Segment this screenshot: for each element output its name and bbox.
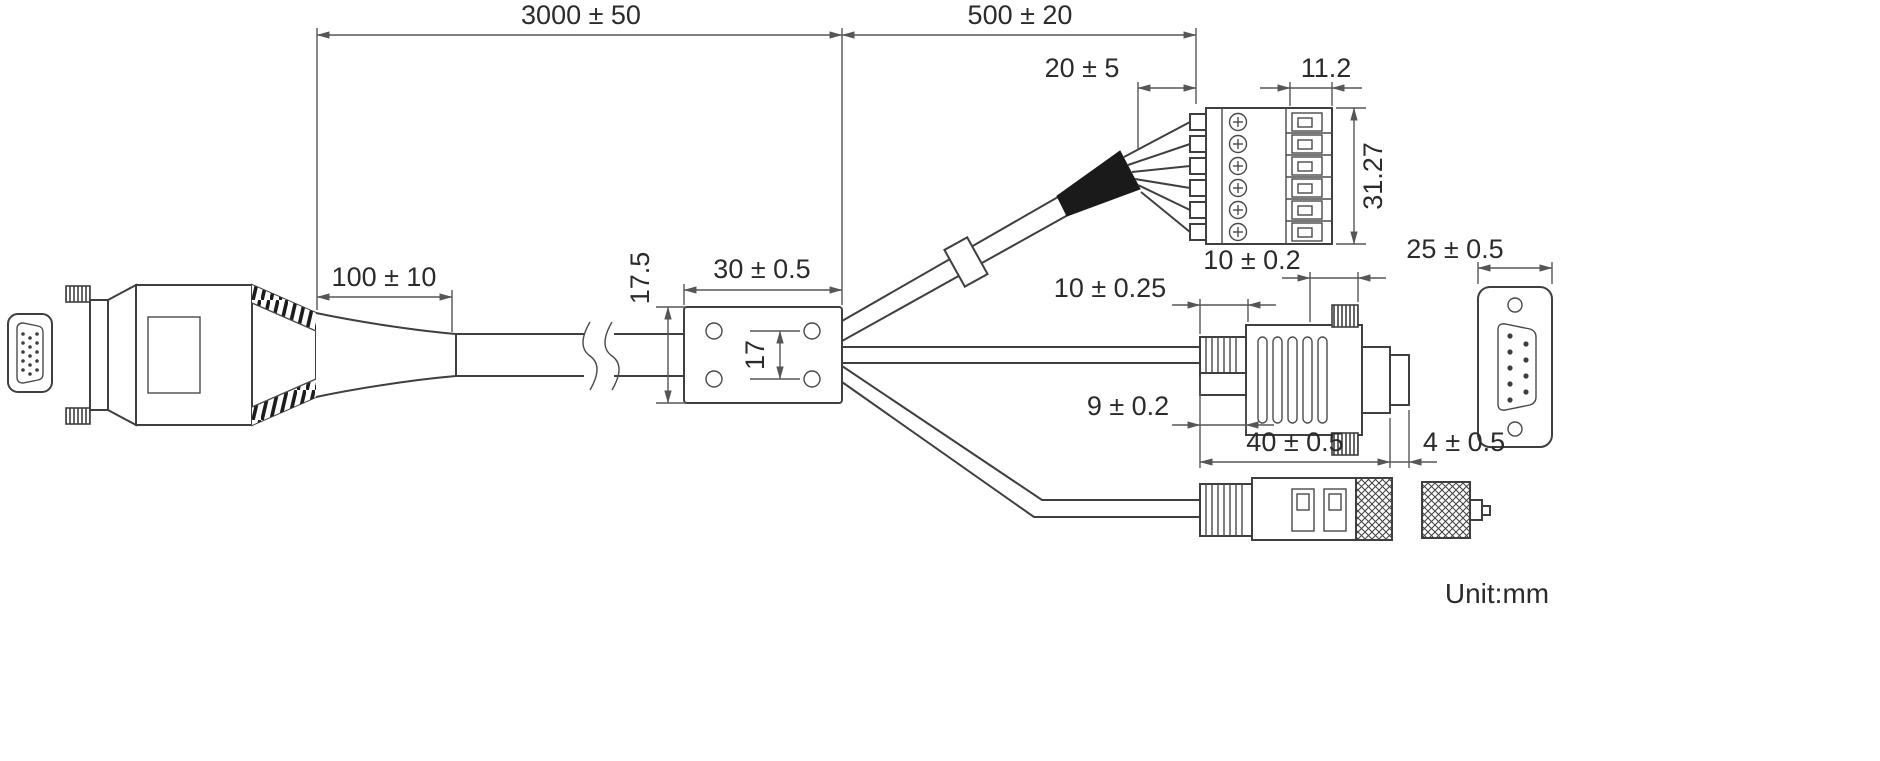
cable-break-symbol xyxy=(582,321,598,391)
db9-thumbscrew-top xyxy=(1331,304,1359,328)
connector-shell xyxy=(135,284,253,426)
dim-10-25: 10 ± 0.25 xyxy=(1054,273,1276,309)
dim-label-500: 500 ± 20 xyxy=(968,0,1073,30)
io-connector-mate-view xyxy=(1421,481,1491,539)
io-connector-side-view xyxy=(1199,477,1393,541)
dim-label-9: 9 ± 0.2 xyxy=(1087,391,1169,421)
dim-label-31-27: 31.27 xyxy=(1358,142,1388,210)
main-cable xyxy=(456,321,684,391)
terminal-slots xyxy=(1291,112,1323,242)
unit-label: Unit:mm xyxy=(1445,578,1549,609)
dim-label-100: 100 ± 10 xyxy=(332,262,437,292)
dim-30: 30 ± 0.5 xyxy=(683,254,843,294)
dim-label-3000: 3000 ± 50 xyxy=(521,0,641,30)
dim-100: 100 ± 10 xyxy=(316,262,453,301)
dim-label-40: 40 ± 0.5 xyxy=(1246,427,1343,457)
dim-9: 9 ± 0.2 xyxy=(1087,391,1274,429)
vga-connector-face-view xyxy=(7,313,53,393)
vga-connector-side-view xyxy=(65,283,457,427)
mate-knurled-body xyxy=(1421,481,1471,539)
io-knurled-nut xyxy=(1355,477,1393,541)
dim-20: 20 ± 5 xyxy=(1045,53,1197,92)
middle-branch-cable xyxy=(842,346,1200,364)
dim-label-25: 25 ± 0.5 xyxy=(1406,234,1503,264)
thumbscrew-bottom xyxy=(65,407,91,425)
io-strain-relief xyxy=(1199,483,1253,537)
dim-label-20: 20 ± 5 xyxy=(1045,53,1120,83)
dim-25: 25 ± 0.5 xyxy=(1406,234,1553,272)
dim-label-17: 17 xyxy=(740,340,770,370)
dim-17: 17 xyxy=(740,330,784,380)
dim-3000: 3000 ± 50 xyxy=(316,0,843,39)
thumbscrew-top xyxy=(65,285,91,303)
dim-label-17-5: 17.5 xyxy=(625,252,655,305)
heat-shrink-wedge xyxy=(1056,150,1141,217)
dim-label-10-25: 10 ± 0.25 xyxy=(1054,273,1166,303)
dim-17-5: 17.5 xyxy=(625,252,672,404)
dimensions: 3000 ± 50 500 ± 20 20 ± 5 11.2 31.27 xyxy=(316,0,1553,468)
junction-box xyxy=(683,306,843,404)
dim-label-30: 30 ± 0.5 xyxy=(713,254,810,284)
dim-4: 4 ± 0.5 xyxy=(1390,427,1505,466)
dim-31-27: 31.27 xyxy=(1350,107,1388,245)
dim-label-4: 4 ± 0.5 xyxy=(1423,427,1505,457)
dim-11-2: 11.2 xyxy=(1260,53,1362,92)
terminal-block xyxy=(1189,107,1333,245)
connector-flange xyxy=(89,299,109,411)
db9-thumbscrew-bottom xyxy=(1331,432,1359,456)
cable-marker xyxy=(943,235,989,289)
dim-500: 500 ± 20 xyxy=(841,0,1197,39)
db9-shell-front xyxy=(1389,354,1410,406)
dim-label-11-2: 11.2 xyxy=(1301,53,1352,83)
db9-boot-step xyxy=(1199,372,1247,396)
db9-body xyxy=(1245,324,1363,436)
dim-40: 40 ± 0.5 xyxy=(1199,427,1391,466)
db9-strain-relief xyxy=(1199,336,1247,374)
dim-label-10-2: 10 ± 0.2 xyxy=(1203,245,1300,275)
cable-boot xyxy=(315,312,457,398)
bottom-branch-cable xyxy=(841,365,1200,518)
db9-flange xyxy=(1361,346,1391,414)
db9-connector-side-view xyxy=(1199,304,1410,456)
db9-connector-face-view xyxy=(1477,286,1553,448)
dim-10-2: 10 ± 0.2 xyxy=(1203,245,1386,282)
terminal-screws xyxy=(1228,112,1248,242)
top-branch-cable xyxy=(841,121,1191,342)
